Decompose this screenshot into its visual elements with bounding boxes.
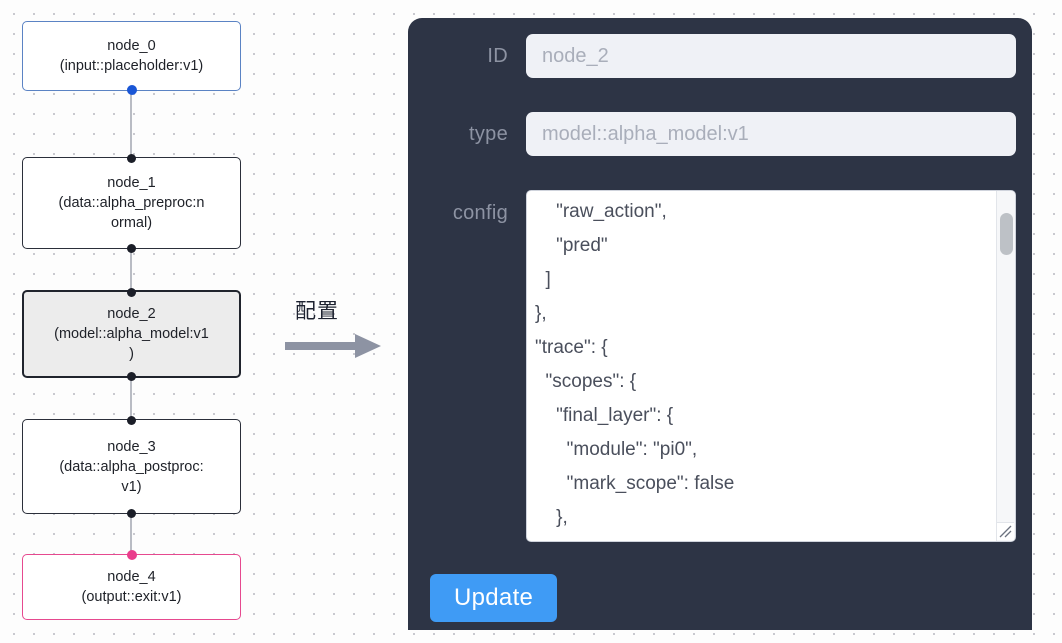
type-field-row: type bbox=[430, 112, 1016, 156]
flow-node-label: node_4 (output::exit:v1) bbox=[81, 569, 182, 605]
arrow-right-icon bbox=[285, 332, 383, 365]
edge-node0-node1 bbox=[130, 90, 132, 156]
node-target-handle[interactable] bbox=[127, 287, 136, 297]
arrow-label: 配置 bbox=[295, 299, 339, 323]
transition-arrow-group: 配置 bbox=[285, 295, 395, 365]
config-scrollbar[interactable] bbox=[996, 191, 1015, 541]
node-config-panel: ID type config "raw_action", "pred" ] },… bbox=[408, 18, 1032, 630]
flow-node-node_3[interactable]: node_3 (data::alpha_postproc: v1) bbox=[22, 415, 241, 518]
resize-handle-icon[interactable] bbox=[997, 522, 1014, 540]
flow-node-label: node_0 (input::placeholder:v1) bbox=[59, 38, 204, 74]
type-field-label: type bbox=[468, 122, 508, 145]
config-textarea[interactable]: "raw_action", "pred" ] }, "trace": { "sc… bbox=[535, 201, 735, 528]
flow-node-node_1[interactable]: node_1 (data::alpha_preproc:n ormal) bbox=[22, 153, 241, 253]
node-source-handle[interactable] bbox=[127, 371, 136, 381]
node-source-handle[interactable] bbox=[127, 243, 136, 253]
id-input[interactable] bbox=[526, 34, 1016, 78]
config-field-row: config "raw_action", "pred" ] }, "trace"… bbox=[430, 190, 1016, 542]
flow-node-node_0[interactable]: node_0 (input::placeholder:v1) bbox=[22, 21, 241, 95]
edge-node1-node2 bbox=[130, 248, 132, 290]
flow-node-node_4[interactable]: node_4 (output::exit:v1) bbox=[22, 550, 241, 620]
node-source-handle[interactable] bbox=[127, 508, 136, 518]
flow-node-label: node_2 (model::alpha_model:v1 ) bbox=[54, 306, 209, 362]
flow-node-label: node_3 (data::alpha_postproc: v1) bbox=[59, 438, 204, 495]
config-scrollbar-thumb[interactable] bbox=[1000, 213, 1013, 255]
update-button[interactable]: Update bbox=[430, 574, 558, 622]
node-target-handle[interactable] bbox=[127, 153, 136, 163]
edge-node3-node4 bbox=[130, 513, 132, 554]
type-input[interactable] bbox=[526, 112, 1016, 156]
node-target-handle[interactable] bbox=[127, 415, 136, 425]
flow-node-label: node_1 (data::alpha_preproc:n ormal) bbox=[58, 175, 205, 231]
config-field-label: config bbox=[452, 202, 508, 224]
edge-node2-node3 bbox=[130, 377, 132, 419]
node-target-handle[interactable] bbox=[126, 550, 137, 560]
id-field-label: ID bbox=[487, 44, 508, 67]
id-field-row: ID bbox=[430, 34, 1016, 78]
flow-node-node_2[interactable]: node_2 (model::alpha_model:v1 ) bbox=[22, 287, 241, 381]
config-textarea-wrapper[interactable]: "raw_action", "pred" ] }, "trace": { "sc… bbox=[526, 190, 1016, 542]
node-source-handle[interactable] bbox=[126, 85, 137, 95]
